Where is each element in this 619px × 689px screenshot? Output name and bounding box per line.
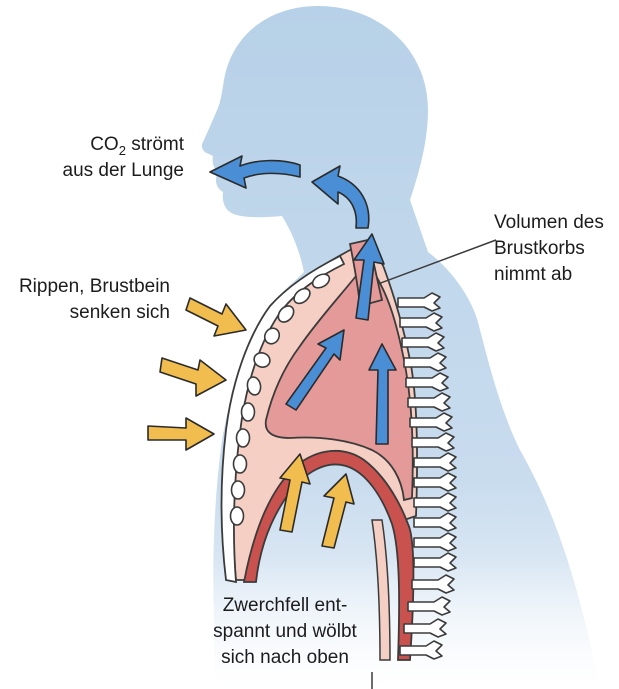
ribs-line-1: Rippen, Brustbein — [4, 274, 170, 300]
diaphragm-line-2: spannt und wölbt — [200, 619, 370, 645]
force-arrow-ribs-2-icon — [160, 358, 226, 396]
diaphragm-line-3: sich nach oben — [200, 645, 370, 671]
label-ribs: Rippen, Brustbein senken sich — [4, 274, 170, 326]
force-arrow-ribs-1-icon — [186, 298, 246, 336]
volume-line-3: nimmt ab — [494, 262, 612, 288]
co2-verb: strömt — [126, 134, 184, 155]
ribs-line-2: senken sich — [4, 300, 170, 326]
co2-subscript: 2 — [119, 143, 126, 158]
co2-line-1: CO2 strömt — [50, 132, 184, 158]
label-co2-outflow: CO2 strömt aus der Lunge — [50, 132, 184, 184]
volume-line-2: Brustkorbs — [494, 236, 612, 262]
diaphragm-line-1: Zwerchfell ent- — [200, 593, 370, 619]
co2-line-2: aus der Lunge — [50, 158, 184, 184]
label-diaphragm: Zwerchfell ent- spannt und wölbt sich na… — [200, 593, 370, 671]
force-arrow-ribs-3-icon — [148, 418, 214, 450]
label-chest-volume: Volumen des Brustkorbs nimmt ab — [494, 210, 612, 288]
co2-formula: CO — [90, 134, 119, 155]
volume-line-1: Volumen des — [494, 210, 612, 236]
